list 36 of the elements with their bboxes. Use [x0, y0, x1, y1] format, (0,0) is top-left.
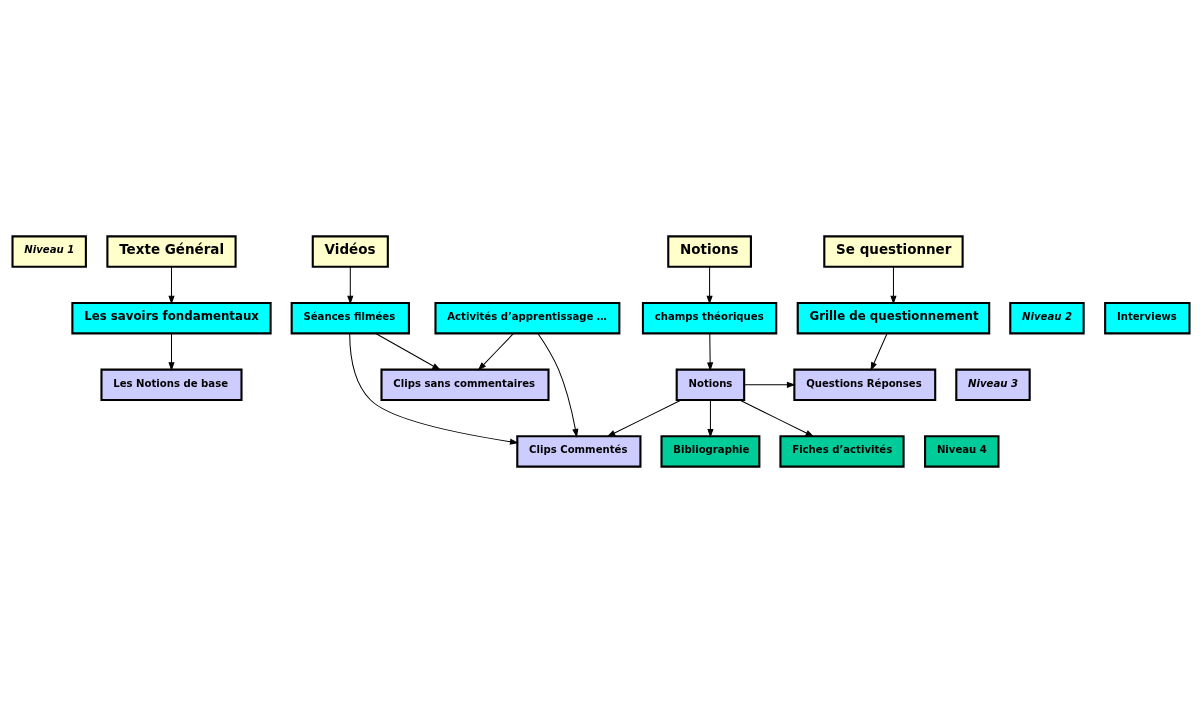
arrow: [707, 332, 714, 371]
node-box: Fiches d’activités: [779, 434, 905, 468]
node-box: Niveau 4: [924, 434, 1000, 468]
arrow: [537, 332, 579, 438]
node-box: Notions: [667, 234, 752, 268]
node-box: Clips Commentés: [516, 434, 642, 468]
node-box: champs théoriques: [641, 301, 778, 334]
node-box: Texte Général: [106, 234, 237, 268]
arrow: [870, 332, 888, 371]
arrow: [347, 265, 354, 304]
arrow: [739, 399, 815, 437]
node-box: Questions Réponses: [793, 368, 937, 401]
node-box: Notions: [675, 368, 746, 401]
node-box: Grille de questionnement: [796, 301, 991, 334]
node-box: Bibliographie: [660, 434, 761, 468]
node-box: Clips sans commentaires: [380, 368, 550, 401]
node-box: Niveau 1: [11, 234, 87, 268]
node-box: Se questionner: [823, 234, 964, 268]
arrow: [890, 265, 897, 304]
node-box: Activités d’apprentissage …: [434, 301, 621, 334]
node-box: Les Notions de base: [100, 368, 243, 401]
arrow: [707, 399, 714, 438]
arrow: [706, 265, 713, 304]
arrow: [606, 399, 682, 437]
arrow: [168, 332, 175, 371]
node-box: Les savoirs fondamentaux: [71, 301, 272, 334]
arrow: [477, 332, 515, 371]
node-box: Niveau 2: [1009, 301, 1085, 334]
arrow: [168, 265, 175, 304]
arrow: [349, 332, 519, 445]
node-box: Vidéos: [311, 234, 389, 268]
arrow: [743, 381, 796, 388]
node-box: Niveau 3: [955, 368, 1031, 401]
node-box: Interviews: [1104, 301, 1191, 334]
node-box: Séances filmées: [290, 301, 410, 334]
arrow: [375, 332, 441, 370]
